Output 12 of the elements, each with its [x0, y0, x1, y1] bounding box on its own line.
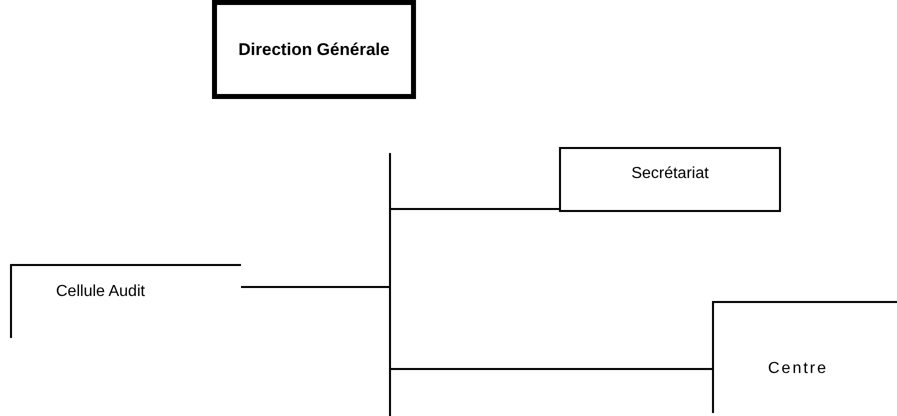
connector-line: [241, 286, 390, 288]
box-label: Centre: [768, 360, 828, 377]
connector-line: [390, 208, 559, 210]
partial-box: [10, 264, 241, 338]
trunk-line: [389, 153, 391, 416]
process-box: [559, 147, 781, 212]
box-label: Cellule Audit: [56, 283, 145, 300]
box-label: Secrétariat: [631, 164, 709, 184]
connector-line: [390, 368, 712, 370]
partial-box: [712, 301, 897, 413]
box-title: Direction Générale: [238, 38, 390, 61]
process-box: [212, 0, 416, 99]
